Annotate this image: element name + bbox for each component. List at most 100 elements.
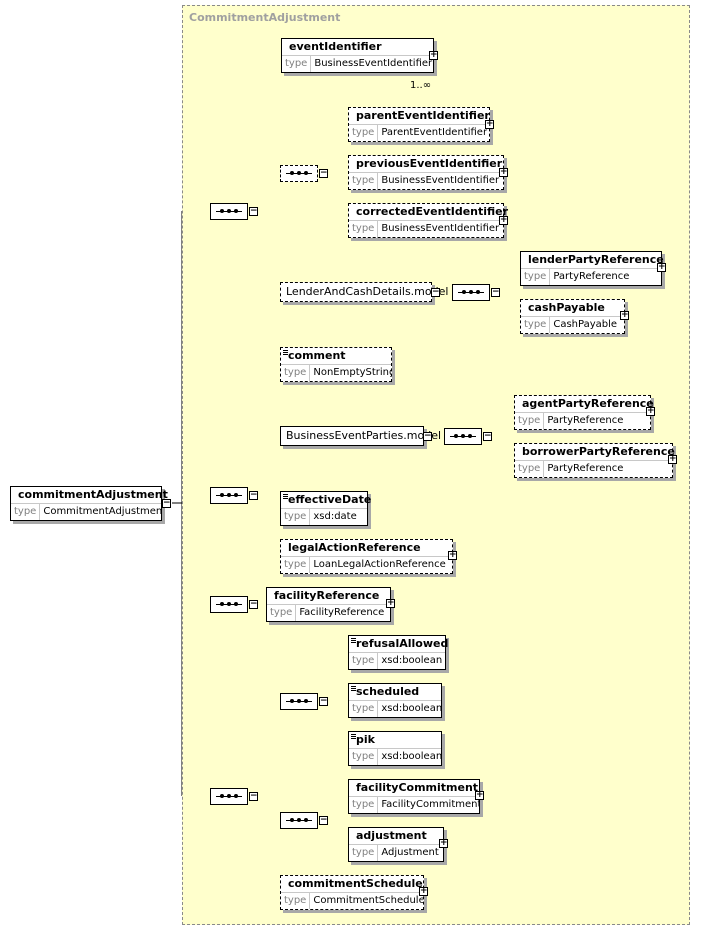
sequence-compositor-4b[interactable]: − [280,812,328,829]
type-label: type [11,504,41,520]
element-name: cashPayable [521,300,624,317]
collapse-icon[interactable]: − [249,490,258,500]
sequence-compositor-1[interactable]: − [210,203,258,220]
cardinality-label: 1..∞ [410,80,432,91]
type-label: type [349,749,379,765]
type-value: PartyReference [547,415,624,426]
type-label: type [521,317,551,333]
expand-icon[interactable]: + [499,167,508,177]
element-name: agentPartyReference [515,396,654,413]
expand-icon[interactable]: + [429,50,438,60]
expand-icon[interactable]: + [485,119,494,129]
element-name: previousEventIdentifier [349,156,503,173]
type-label: type [281,557,311,573]
collapse-icon[interactable]: − [491,287,500,297]
element-name: eventIdentifier [282,39,433,56]
type-label: type [515,461,545,477]
container-title: CommitmentAdjustment [189,11,341,24]
type-value: BusinessEventIdentifier [381,223,500,234]
element-name: adjustment [349,828,443,845]
expand-icon[interactable]: + [668,454,677,464]
expand-icon[interactable]: + [499,215,508,225]
type-label: type [349,701,379,717]
sequence-compositor-3[interactable]: − [210,596,258,613]
sequence-compositor-lender[interactable]: − [452,284,500,301]
element-name: borrowerPartyReference [515,444,675,461]
element-name: effectiveDate [281,492,371,509]
type-label: type [349,845,379,861]
type-label: type [281,893,311,909]
type-value: ParentEventIdentifier [381,127,488,138]
type-value: LoanLegalActionReference [313,559,446,570]
expand-icon[interactable]: + [475,790,484,800]
element-name: refusalAllowed [349,636,448,653]
collapse-icon[interactable]: − [249,791,258,801]
sequence-compositor-4[interactable]: − [210,788,258,805]
collapse-icon[interactable]: − [162,498,171,508]
type-label: type [267,605,297,621]
expand-icon[interactable]: + [419,886,428,896]
expand-icon[interactable]: + [439,838,448,848]
type-label: type [349,125,379,141]
type-value: xsd:date [313,511,357,522]
element-name: correctedEventIdentifier [349,204,508,221]
collapse-icon[interactable]: − [249,599,258,609]
type-value: NonEmptyString [313,367,391,378]
expand-icon[interactable]: + [620,310,629,320]
collapse-icon[interactable]: − [431,287,440,297]
choice-compositor[interactable]: − [280,165,328,182]
expand-icon[interactable]: + [386,598,395,608]
type-label: type [281,365,311,381]
sequence-compositor-parties[interactable]: − [444,428,492,445]
collapse-icon[interactable]: − [319,815,328,825]
type-value: xsd:boolean [381,655,443,666]
collapse-icon[interactable]: − [249,206,258,216]
element-name: pik [349,732,441,749]
type-value: FacilityReference [299,607,385,618]
type-label: type [521,269,551,285]
collapse-icon[interactable]: − [423,431,432,441]
group-business-event-parties[interactable]: BusinessEventParties.model [280,426,442,446]
collapse-icon[interactable]: − [319,168,328,178]
sequence-compositor-4a[interactable]: − [280,693,328,710]
type-value: BusinessEventIdentifier [314,58,433,69]
type-label: type [281,509,311,525]
element-name: comment [281,348,391,365]
type-label: type [282,56,312,72]
group-lender-and-cash-details[interactable]: LenderAndCashDetails.model [280,282,448,302]
expand-icon[interactable]: + [657,262,666,272]
type-value: xsd:boolean [381,703,441,714]
collapse-icon[interactable]: − [319,696,328,706]
group-name: BusinessEventParties.model [286,429,442,442]
collapse-icon[interactable]: − [483,431,492,441]
type-value: Adjustment [381,847,439,858]
expand-icon[interactable]: + [448,550,457,560]
element-name: scheduled [349,684,441,701]
type-label: type [349,653,379,669]
type-label: type [349,797,379,813]
element-name: commitmentSchedule [281,876,423,893]
expand-icon[interactable]: + [646,406,655,416]
type-value: BusinessEventIdentifier [381,175,500,186]
sequence-compositor-2[interactable]: − [210,487,258,504]
type-label: type [349,221,379,237]
